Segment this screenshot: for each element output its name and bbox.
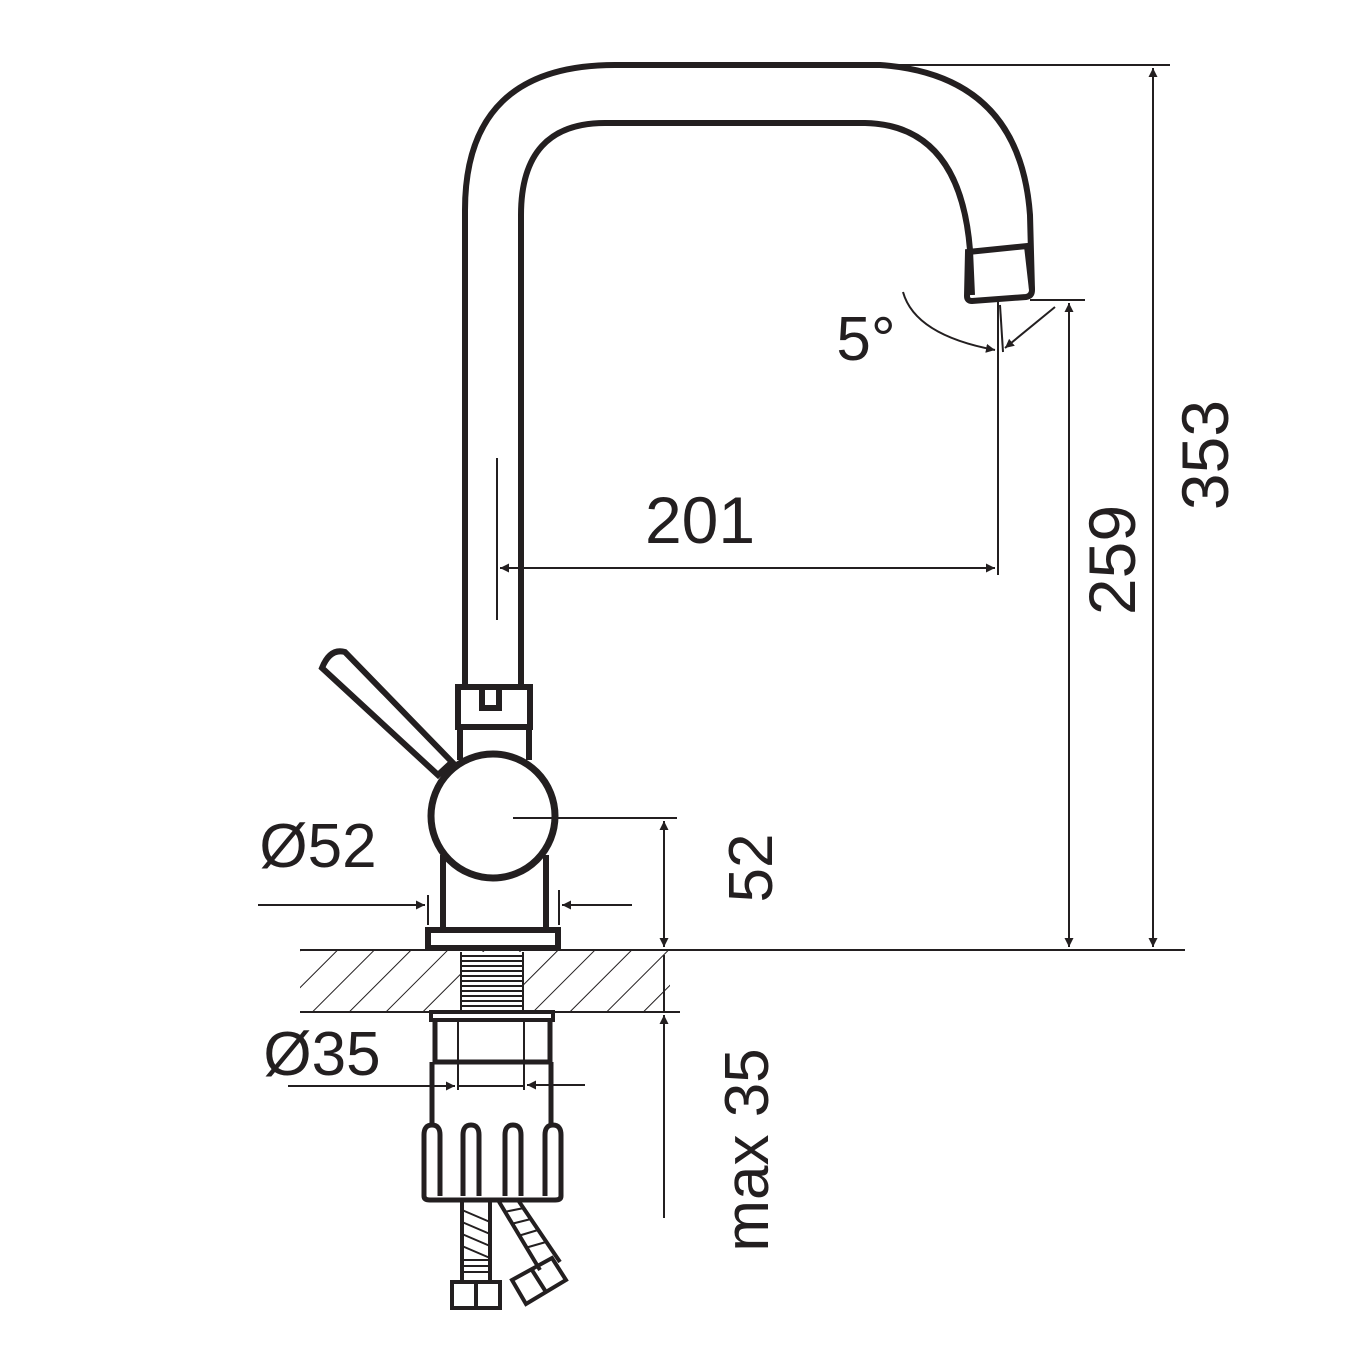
dimension-lines <box>258 64 1170 1218</box>
mixer-body <box>425 684 561 951</box>
spout <box>462 62 1035 690</box>
countertop <box>300 949 1185 1013</box>
dim-label-total-height: 353 <box>1168 400 1242 510</box>
lever-hub <box>427 750 559 882</box>
supply-hoses <box>450 1198 569 1310</box>
dim-label-spout-reach: 201 <box>645 483 755 557</box>
dim-label-spout-angle: 5° <box>836 305 895 374</box>
dim-label-mount-diameter: Ø35 <box>263 1020 380 1089</box>
dim-label-spout-height: 259 <box>1075 505 1149 615</box>
mounting-nut <box>421 1010 564 1203</box>
dim-label-max-counter-thickness: max 35 <box>713 1048 782 1251</box>
aerator <box>963 242 1036 305</box>
threaded-shank <box>460 952 524 1012</box>
lever <box>318 648 457 780</box>
dim-label-body-diameter: Ø52 <box>259 812 376 881</box>
dim-label-lever-axis-height: 52 <box>717 834 786 903</box>
